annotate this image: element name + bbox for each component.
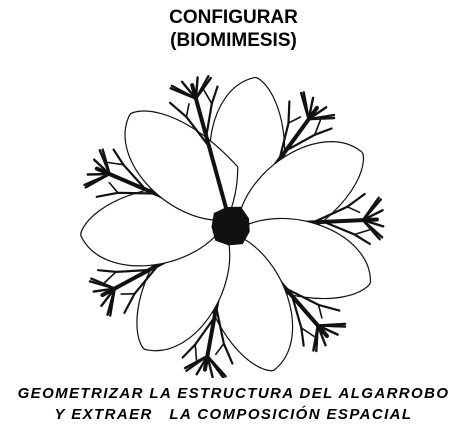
twig — [203, 89, 213, 105]
twig — [180, 80, 198, 100]
twig — [287, 116, 302, 124]
twig — [361, 198, 382, 222]
twig — [92, 287, 116, 293]
twig — [300, 327, 315, 338]
twig — [92, 158, 111, 176]
twig — [194, 343, 198, 361]
branch-fork — [97, 268, 151, 274]
twig — [361, 218, 381, 241]
twig — [312, 324, 319, 352]
twig — [185, 103, 190, 118]
branch — [190, 83, 230, 217]
twig — [346, 206, 361, 214]
twig — [108, 181, 119, 194]
twig — [106, 287, 116, 316]
twig — [195, 354, 209, 376]
twig — [307, 96, 315, 121]
title-line-1: CONFIGURAR — [169, 7, 298, 28]
twig — [361, 218, 385, 228]
twig — [307, 106, 328, 121]
twig — [317, 304, 323, 319]
diagram-title: CONFIGURAR (BIOMIMESIS) — [0, 6, 467, 52]
twig — [206, 354, 225, 378]
twig — [353, 229, 371, 236]
caption-line-1: GEOMETRIZAR LA ESTRUCTURA DEL ALGARROBO — [17, 385, 450, 402]
twig — [316, 324, 347, 328]
twig — [103, 271, 117, 284]
twig — [361, 209, 384, 222]
caption-line-2: Y EXTRAER LA COMPOSICIÓN ESPACIAL — [54, 406, 413, 423]
title-line-2: (BIOMIMESIS) — [170, 30, 297, 51]
diagram-caption: GEOMETRIZAR LA ESTRUCTURA DEL ALGARROBO … — [0, 383, 467, 425]
twig — [100, 287, 116, 308]
twig — [183, 354, 209, 370]
twig — [170, 84, 198, 100]
algarrobo-flower-branch-icon — [80, 75, 385, 378]
twig — [215, 342, 225, 356]
twig — [302, 91, 310, 121]
twig — [316, 324, 339, 336]
twig — [90, 277, 116, 290]
petal — [124, 110, 239, 221]
twig — [101, 148, 111, 176]
flower-center — [211, 206, 250, 246]
twig — [107, 161, 125, 166]
twig — [194, 76, 199, 100]
algarrobo-flower-figure — [68, 68, 398, 378]
twig — [307, 116, 336, 121]
twig — [313, 119, 322, 136]
twig — [83, 172, 111, 187]
twig — [194, 76, 212, 100]
twig — [206, 354, 214, 378]
twig — [316, 324, 327, 347]
